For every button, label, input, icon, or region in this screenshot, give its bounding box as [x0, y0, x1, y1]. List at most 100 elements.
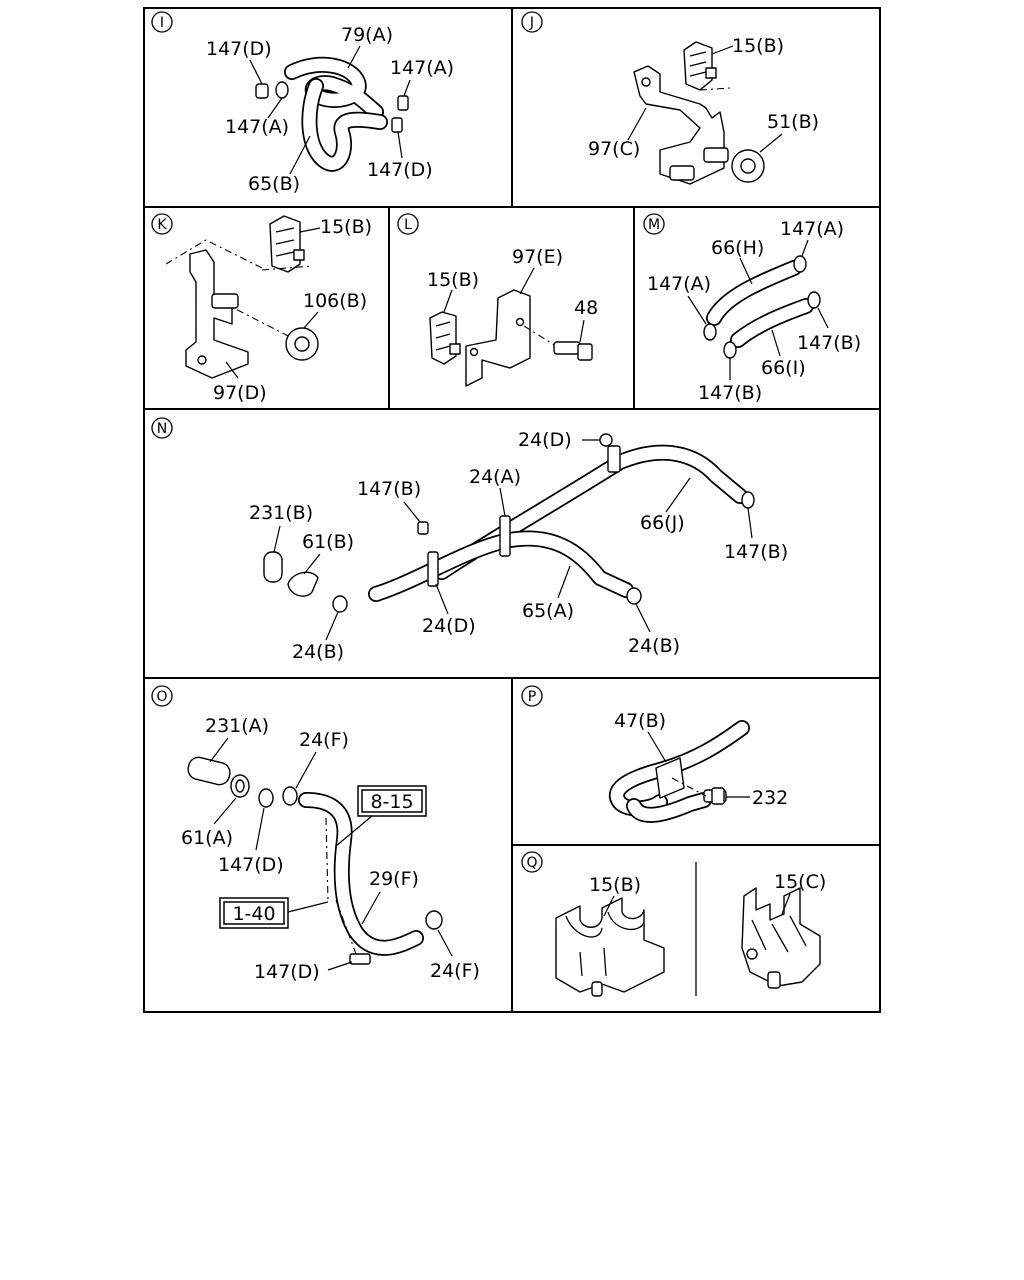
label-15b-q: 15(B)	[589, 874, 641, 896]
label-65a: 65(A)	[522, 600, 574, 622]
label-147b-right: 147(B)	[724, 541, 788, 563]
label-24b-right: 24(B)	[628, 635, 680, 657]
label-24a: 24(A)	[469, 466, 521, 488]
label-47b: 47(B)	[614, 710, 666, 732]
bolt-232	[703, 787, 727, 805]
section-n-marker	[151, 417, 173, 439]
section-m: M 66(H) 147(A) 147(A) 147(B) 66(I) 147(B…	[643, 213, 861, 404]
label-24b-left: 24(B)	[292, 641, 344, 663]
label-106b: 106(B)	[303, 290, 367, 312]
section-i-letter: I	[160, 15, 164, 31]
clamp-15b-k	[269, 215, 305, 273]
label-147d-o-bottom: 147(D)	[254, 961, 320, 983]
diagram-frame	[143, 7, 881, 1013]
clamps-m	[703, 255, 821, 359]
section-p-letter: P	[528, 689, 536, 705]
hose-29f	[298, 792, 424, 956]
bolt-48	[553, 341, 593, 361]
clamp-15c-q	[741, 887, 821, 989]
section-p-marker	[521, 685, 543, 707]
clamps-o	[258, 786, 443, 965]
section-q: Q 15(B) 15(C)	[521, 851, 826, 997]
section-q-marker	[521, 851, 543, 873]
label-24d-top: 24(D)	[518, 429, 572, 451]
clamp-15b-j	[683, 41, 717, 91]
section-m-letter: M	[648, 217, 660, 233]
label-61a: 61(A)	[181, 827, 233, 849]
section-l: L 97(E) 15(B) 48	[397, 213, 598, 387]
bolts-j	[669, 147, 729, 181]
label-15b-l: 15(B)	[427, 269, 479, 291]
label-66h: 66(H)	[711, 237, 764, 259]
section-p: P 47(B) 232	[521, 685, 788, 823]
sleeve-231b	[263, 551, 283, 583]
ref-1-40: 1-40	[232, 903, 275, 925]
label-24d-bottom: 24(D)	[422, 615, 476, 637]
clip-61b	[287, 571, 319, 597]
label-48: 48	[574, 297, 598, 319]
nut-51b	[731, 149, 765, 183]
label-147a-right: 147(A)	[390, 57, 454, 79]
hose-66i	[730, 298, 814, 348]
label-231b: 231(B)	[249, 502, 313, 524]
section-j: J 15(B) 51(B) 97(C)	[521, 11, 819, 185]
label-97e: 97(E)	[512, 246, 563, 268]
label-147a-left: 147(A)	[225, 116, 289, 138]
section-n-letter: N	[157, 421, 167, 437]
section-i-marker	[151, 11, 173, 33]
label-147b-bottom: 147(B)	[698, 382, 762, 404]
label-147d-o-top: 147(D)	[218, 854, 284, 876]
label-24f-top: 24(F)	[299, 729, 349, 751]
sleeve-231a	[187, 756, 231, 786]
label-15c-q: 15(C)	[774, 871, 826, 893]
label-97d: 97(D)	[213, 382, 267, 404]
label-15b-j: 15(B)	[732, 35, 784, 57]
label-147d-bottom: 147(D)	[367, 159, 433, 181]
label-147a-left: 147(A)	[647, 273, 711, 295]
label-147d-top: 147(D)	[206, 38, 272, 60]
section-l-marker	[397, 213, 419, 235]
section-j-letter: J	[529, 15, 534, 31]
label-66i: 66(I)	[761, 357, 806, 379]
label-15b-k: 15(B)	[320, 216, 372, 238]
section-o: O 8-15 1-40	[151, 685, 480, 983]
clamp-15b-l	[429, 311, 461, 365]
ref-box-8-15: 8-15	[357, 785, 427, 817]
bracket-97c	[633, 65, 725, 185]
label-79a: 79(A)	[341, 24, 393, 46]
section-j-marker	[521, 11, 543, 33]
nut-106b	[285, 327, 319, 361]
label-147b-left: 147(B)	[357, 478, 421, 500]
label-29f: 29(F)	[369, 868, 419, 890]
bracket-97e	[465, 289, 531, 387]
bracket-97d	[165, 239, 263, 379]
hose-66h	[706, 260, 802, 326]
section-k-letter: K	[157, 217, 167, 233]
section-l-letter: L	[404, 217, 412, 233]
label-65b: 65(B)	[248, 173, 300, 195]
label-97c: 97(C)	[588, 138, 640, 160]
section-i: I 147(D) 79(A) 147(A) 147(A) 147(D) 65(B…	[151, 11, 454, 195]
clamp-147a-right	[391, 95, 409, 133]
label-51b: 51(B)	[767, 111, 819, 133]
label-66j: 66(J)	[640, 512, 685, 534]
hose-65b	[301, 78, 388, 172]
label-61b: 61(B)	[302, 531, 354, 553]
section-o-marker	[151, 685, 173, 707]
section-k: K 15(B) 106(B) 97(D)	[151, 213, 372, 404]
bracket-p	[655, 757, 685, 799]
section-k-marker	[151, 213, 173, 235]
ref-box-1-40: 1-40	[219, 897, 289, 929]
section-n: N 24(D) 147(B) 24(	[151, 417, 788, 663]
pipe-47b	[608, 720, 750, 823]
section-o-letter: O	[156, 689, 167, 705]
label-231a: 231(A)	[205, 715, 269, 737]
section-q-letter: Q	[526, 855, 537, 871]
label-147b-right: 147(B)	[797, 332, 861, 354]
clamps-n	[332, 433, 755, 613]
clamp-147d-left	[255, 81, 289, 99]
ref-8-15: 8-15	[370, 791, 413, 813]
label-232: 232	[752, 787, 788, 809]
bolt-k	[211, 293, 239, 309]
